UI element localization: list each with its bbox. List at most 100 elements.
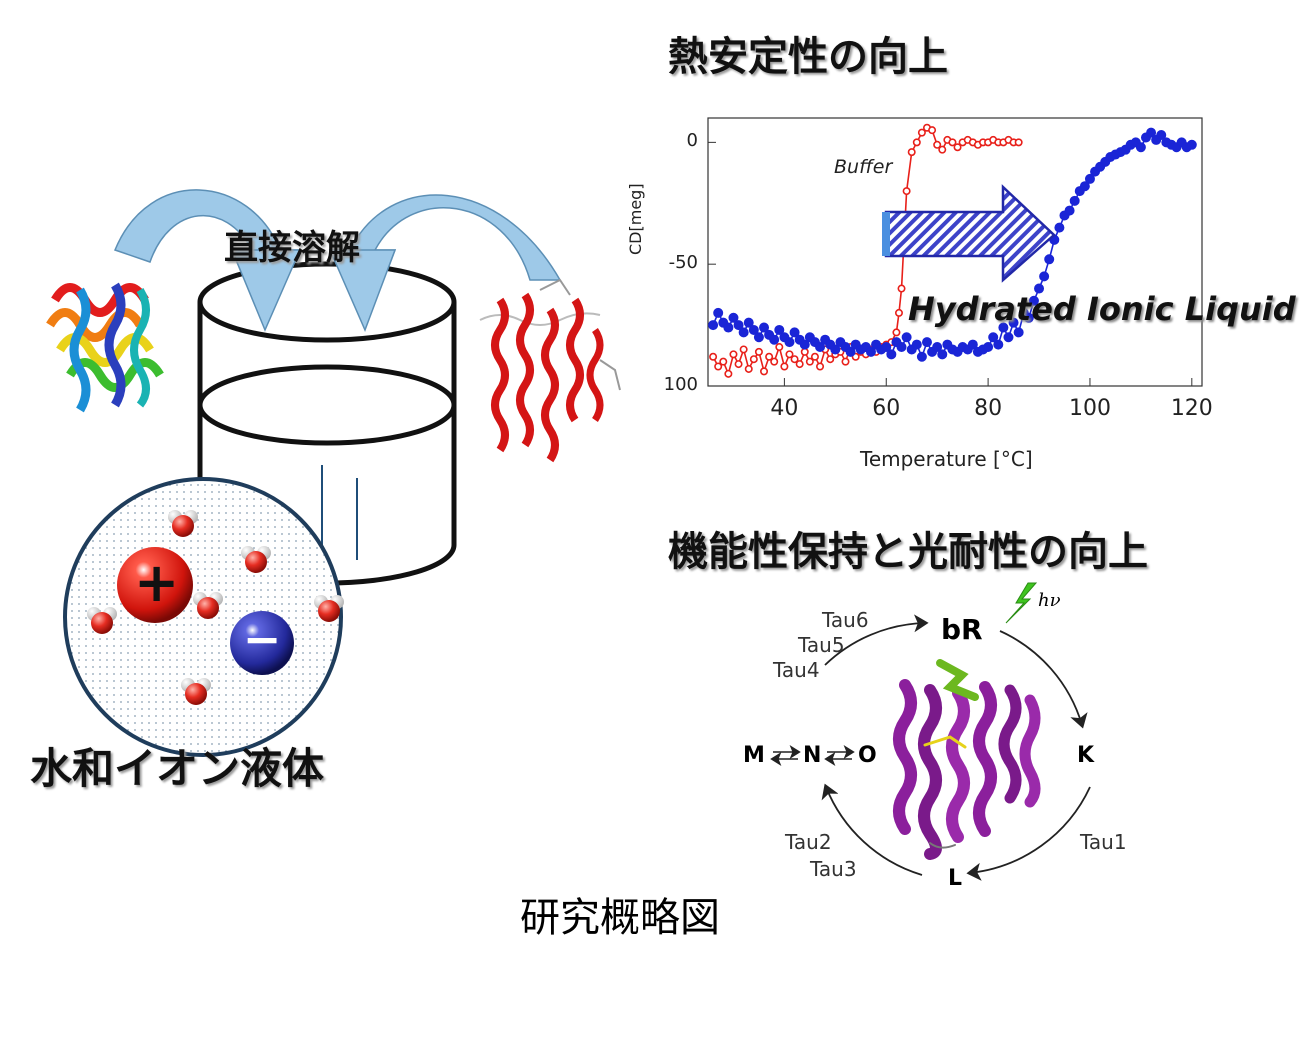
annotation-buffer: Buffer bbox=[834, 156, 893, 178]
arc-k-to-l bbox=[966, 786, 1091, 881]
data-point bbox=[1039, 271, 1050, 282]
data-point bbox=[886, 349, 897, 360]
data-point bbox=[901, 332, 912, 343]
x-tick-label: 80 bbox=[974, 396, 1003, 421]
data-point bbox=[765, 352, 774, 361]
data-point bbox=[1146, 127, 1157, 138]
data-point bbox=[754, 347, 763, 356]
anion-minus-sign: − bbox=[242, 612, 282, 666]
data-point bbox=[815, 342, 826, 353]
data-point bbox=[894, 308, 903, 317]
data-point bbox=[784, 337, 795, 348]
data-point bbox=[728, 312, 739, 323]
data-point bbox=[967, 339, 978, 350]
data-point bbox=[928, 126, 937, 135]
cation-plus-sign: + bbox=[134, 551, 180, 614]
data-point bbox=[780, 362, 789, 371]
light-energy-label: hν bbox=[1038, 590, 1061, 611]
data-point bbox=[917, 128, 926, 137]
data-point bbox=[896, 342, 907, 353]
arc-br-to-k bbox=[999, 630, 1088, 729]
data-point bbox=[739, 345, 748, 354]
data-point bbox=[983, 342, 994, 353]
y-tick-label: -50 bbox=[668, 252, 698, 274]
data-point bbox=[1084, 173, 1095, 184]
data-point bbox=[723, 322, 734, 333]
transition-shift-arrow bbox=[882, 184, 1056, 283]
cation-sphere bbox=[117, 547, 193, 623]
data-point bbox=[799, 339, 810, 350]
data-point bbox=[805, 357, 814, 366]
label-direct-dissolution: 直接溶解 bbox=[224, 228, 360, 268]
data-point bbox=[748, 324, 759, 335]
data-point bbox=[770, 357, 779, 366]
data-point bbox=[800, 347, 809, 356]
data-point bbox=[714, 362, 723, 371]
data-point bbox=[733, 320, 744, 331]
data-point bbox=[1008, 317, 1019, 328]
data-point bbox=[826, 355, 835, 364]
y-tick-label: 0 bbox=[686, 130, 698, 152]
data-point bbox=[760, 367, 769, 376]
data-point bbox=[916, 351, 927, 362]
data-point bbox=[1186, 139, 1197, 150]
state-O: O bbox=[858, 743, 877, 768]
figure-caption: 研究概略図 bbox=[520, 895, 720, 941]
arc-o-to-br bbox=[824, 614, 929, 666]
chart-y-axis-label: CD[meg] bbox=[626, 183, 645, 255]
data-point bbox=[988, 332, 999, 343]
data-point bbox=[724, 369, 733, 378]
data-point bbox=[789, 327, 800, 338]
x-tick-label: 40 bbox=[770, 396, 799, 421]
tau-label: Tau3 bbox=[810, 857, 857, 881]
data-point bbox=[790, 355, 799, 364]
data-point bbox=[759, 322, 770, 333]
data-point bbox=[769, 334, 780, 345]
anion-sphere bbox=[230, 611, 294, 675]
x-tick-label: 60 bbox=[872, 396, 901, 421]
data-point bbox=[1014, 138, 1023, 147]
data-point bbox=[1028, 295, 1039, 306]
heading-function-light-resistance: 機能性保持と光耐性の向上 bbox=[668, 529, 1148, 575]
data-point bbox=[734, 360, 743, 369]
data-point bbox=[713, 307, 724, 318]
data-point bbox=[810, 352, 819, 361]
data-point bbox=[708, 320, 719, 331]
data-point bbox=[1003, 332, 1014, 343]
arc-l-to-n bbox=[821, 783, 923, 876]
equilibrium-arrows bbox=[770, 745, 855, 766]
data-point bbox=[830, 344, 841, 355]
heading-thermal-stability: 熱安定性の向上 bbox=[668, 34, 948, 80]
tau-label: Tau5 bbox=[798, 633, 845, 657]
data-point bbox=[948, 138, 957, 147]
data-point bbox=[816, 362, 825, 371]
dissolution-scheme bbox=[46, 189, 621, 757]
data-point bbox=[845, 346, 856, 357]
state-bR: bR bbox=[941, 613, 983, 646]
data-point bbox=[775, 343, 784, 352]
data-point bbox=[921, 337, 932, 348]
state-K: K bbox=[1077, 743, 1095, 768]
data-point bbox=[998, 322, 1009, 333]
tau-label: Tau2 bbox=[785, 830, 832, 854]
tau-label: Tau6 bbox=[822, 608, 869, 632]
data-point bbox=[743, 317, 754, 328]
data-point bbox=[938, 145, 947, 154]
data-point bbox=[785, 350, 794, 359]
state-L: L bbox=[948, 866, 963, 891]
data-point bbox=[1156, 130, 1167, 141]
protein-structure-rainbow-image bbox=[46, 282, 164, 413]
data-point bbox=[738, 327, 749, 338]
data-point bbox=[709, 352, 718, 361]
data-point bbox=[912, 138, 921, 147]
data-point bbox=[841, 357, 850, 366]
cd-chart bbox=[707, 117, 1203, 387]
bacteriorhodopsin-structure-image bbox=[893, 659, 1041, 860]
data-point bbox=[719, 357, 728, 366]
data-point bbox=[897, 284, 906, 293]
protein-structure-red-image bbox=[479, 278, 621, 463]
data-point bbox=[937, 349, 948, 360]
y-tick-label: 100 bbox=[663, 374, 698, 395]
data-point bbox=[865, 346, 876, 357]
